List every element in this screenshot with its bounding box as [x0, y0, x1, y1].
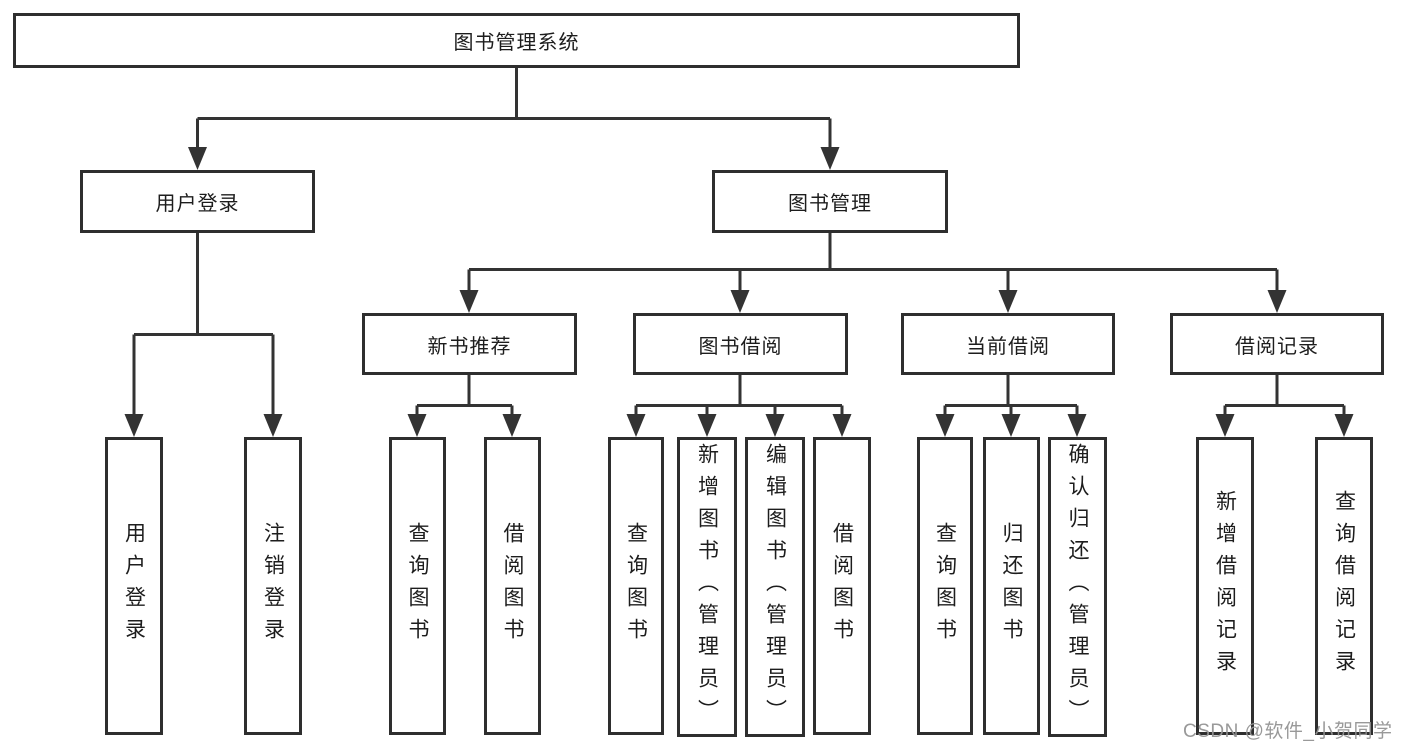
leaf-label: 注销登录 — [261, 522, 285, 650]
node-label: 新书推荐 — [427, 335, 512, 358]
arrowhead-icon — [502, 414, 522, 437]
arrowhead-icon — [998, 290, 1018, 313]
leaf-add-book-admin: 新增图书（管理员） — [677, 437, 737, 737]
node-label: 图书借阅 — [698, 335, 783, 358]
leaf-label: 借阅图书 — [501, 522, 524, 650]
leaf-edit-book-admin: 编辑图书（管理员） — [745, 437, 805, 737]
node-borrow-records: 借阅记录 — [1170, 313, 1384, 375]
watermark: CSDN @软件_小贺同学 — [1183, 721, 1393, 742]
arrowhead-icon — [407, 414, 427, 437]
arrowhead-icon — [1067, 414, 1087, 437]
leaf-confirm-return-admin: 确认归还（管理员） — [1048, 437, 1107, 737]
leaf-user-login: 用户登录 — [105, 437, 163, 735]
arrowhead-icon — [124, 414, 144, 437]
node-label: 用户登录 — [155, 193, 240, 215]
leaf-label: 归还图书 — [1000, 522, 1023, 650]
leaf-logout: 注销登录 — [244, 437, 302, 735]
arrowhead-icon — [1334, 414, 1354, 437]
arrowhead-icon — [188, 147, 207, 170]
node-current-borrow: 当前借阅 — [901, 313, 1115, 375]
arrowhead-icon — [832, 414, 852, 437]
node-book-management: 图书管理 — [712, 170, 948, 233]
arrowhead-icon — [1215, 414, 1235, 437]
arrowhead-icon — [697, 414, 717, 437]
leaf-query-book-current: 查询图书 — [917, 437, 973, 735]
leaf-label: 借阅图书 — [830, 522, 854, 650]
leaf-label: 查询图书 — [406, 522, 429, 650]
leaf-label: 查询图书 — [933, 522, 957, 650]
node-book-borrow: 图书借阅 — [633, 313, 848, 375]
leaf-borrow-book-recommend: 借阅图书 — [484, 437, 541, 735]
node-label: 图书管理 — [788, 193, 872, 215]
leaf-add-borrow-record: 新增借阅记录 — [1196, 437, 1254, 735]
leaf-label: 用户登录 — [122, 522, 146, 650]
leaf-query-book-borrow: 查询图书 — [608, 437, 664, 735]
leaf-label: 查询借阅记录 — [1332, 490, 1356, 682]
node-new-book-recommend: 新书推荐 — [362, 313, 577, 375]
leaf-query-book-recommend: 查询图书 — [389, 437, 446, 735]
arrowhead-icon — [459, 290, 479, 313]
arrowhead-icon — [1267, 290, 1287, 313]
leaf-label: 确认归还（管理员） — [1066, 443, 1089, 731]
leaf-label: 新增借阅记录 — [1213, 490, 1237, 682]
node-user-login: 用户登录 — [80, 170, 315, 233]
arrowhead-icon — [765, 414, 785, 437]
leaf-label: 新增图书（管理员） — [695, 443, 719, 731]
node-label: 图书管理系统 — [453, 32, 580, 54]
arrowhead-icon — [730, 290, 750, 313]
arrowhead-icon — [263, 414, 283, 437]
arrowhead-icon — [626, 414, 646, 437]
node-label: 当前借阅 — [966, 335, 1050, 358]
arrowhead-icon — [820, 147, 840, 170]
arrowhead-icon — [935, 414, 955, 437]
leaf-query-borrow-record: 查询借阅记录 — [1315, 437, 1373, 735]
leaf-label: 编辑图书（管理员） — [763, 443, 787, 731]
leaf-return-book: 归还图书 — [983, 437, 1040, 735]
arrowhead-icon — [1001, 414, 1021, 437]
node-library-system: 图书管理系统 — [13, 13, 1020, 68]
node-label: 借阅记录 — [1235, 335, 1319, 358]
leaf-borrow-book: 借阅图书 — [813, 437, 871, 735]
leaf-label: 查询图书 — [624, 522, 648, 650]
